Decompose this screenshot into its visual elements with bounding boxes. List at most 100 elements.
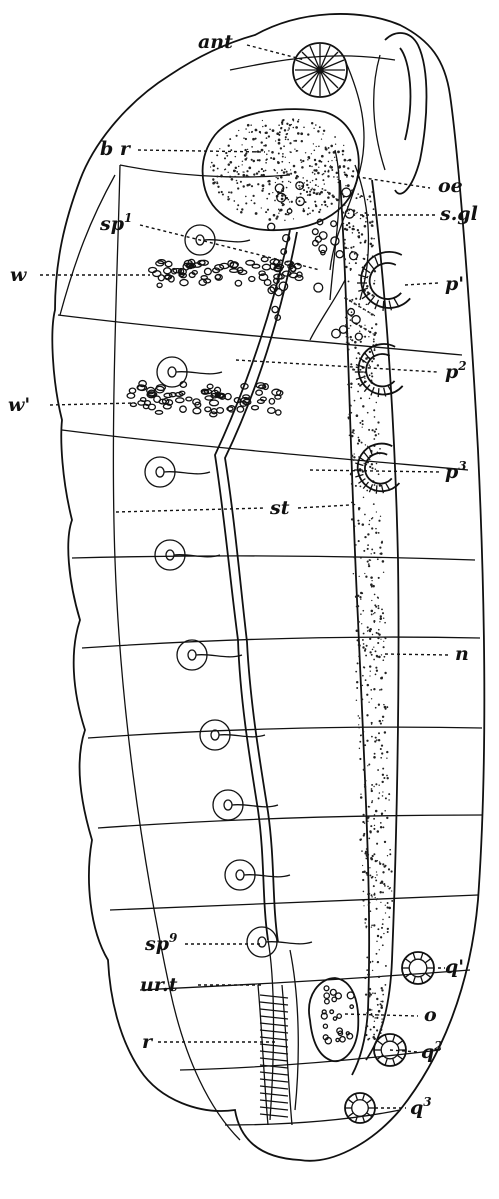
stipple-dot — [368, 350, 372, 354]
stipple-dot — [347, 416, 350, 419]
stipple-dot — [315, 124, 317, 126]
stipple-dot — [352, 225, 355, 228]
hindgut-ring — [259, 1050, 289, 1055]
stipple-dot — [260, 148, 264, 152]
stipple-dot — [262, 187, 265, 190]
fat-cell — [224, 392, 232, 401]
disc-segment — [358, 380, 367, 387]
spiracle-opening — [235, 869, 245, 881]
label-urt: ur.t — [140, 974, 178, 996]
spiracle-branch — [243, 873, 291, 878]
stipple-dot — [254, 212, 258, 215]
stipple-dot — [379, 615, 382, 618]
stipple-dot — [361, 419, 364, 423]
stipple-dot — [386, 902, 389, 904]
disc-inner-arc — [365, 353, 396, 388]
fat-cell — [281, 270, 292, 277]
stipple-dot — [352, 572, 355, 575]
stipple-dot — [371, 648, 374, 651]
stipple-dot — [309, 181, 312, 184]
stipple-dot — [302, 177, 304, 179]
mouth-hooks — [329, 32, 428, 271]
stipple-dot — [370, 653, 373, 656]
stipple-dot — [315, 145, 317, 148]
fat-body-w1 — [126, 379, 284, 418]
stipple-dot — [373, 349, 376, 352]
stipple-dot — [254, 137, 257, 140]
stipple-dot — [373, 314, 376, 317]
stipple-dot — [372, 208, 375, 211]
stipple-dot — [361, 470, 365, 473]
stipple-dot — [367, 816, 370, 819]
stipple-dot — [359, 353, 361, 355]
stipple-dot — [378, 484, 382, 487]
fat-cell — [170, 267, 178, 275]
stipple-dot — [322, 172, 325, 175]
stipple-dot — [350, 518, 354, 521]
spiracle-branch — [231, 803, 279, 808]
stipple-dot — [382, 993, 385, 996]
stipple-dot — [348, 413, 351, 416]
stipple-dot — [353, 503, 356, 506]
stipple-dot — [367, 893, 369, 895]
stipple-dot — [371, 429, 374, 432]
stipple-dot — [367, 820, 369, 822]
stipple-dot — [361, 684, 364, 687]
stipple-dot — [387, 868, 391, 871]
gland-cell — [295, 196, 306, 207]
stipple-dot — [375, 323, 378, 326]
stipple-dot — [360, 441, 363, 444]
stipple-dot — [359, 556, 362, 559]
stipple-dot — [383, 776, 386, 780]
stipple-dot — [379, 1032, 382, 1035]
stipple-dot — [346, 176, 348, 178]
stipple-dot — [290, 123, 293, 126]
stipple-dot — [335, 171, 339, 175]
stipple-dot — [309, 190, 312, 193]
spiracle-branch — [175, 370, 223, 375]
gonad-cell — [349, 1004, 355, 1010]
stipple-dot — [294, 139, 298, 142]
labels: ant b r oe sp1 s.gl w p' p2 w' p3 st n q… — [8, 31, 478, 1119]
stipple-dot — [374, 706, 377, 709]
disc-segment — [387, 385, 394, 395]
disc-segment — [388, 300, 393, 311]
stipple-dot — [371, 467, 374, 470]
stipple-dot — [362, 730, 365, 733]
stipple-dot — [373, 814, 376, 816]
stipple-dot — [381, 1000, 384, 1003]
stipple-dot — [364, 744, 367, 747]
stipple-dot — [362, 890, 365, 893]
stipple-dot — [382, 791, 384, 793]
stipple-dot — [349, 319, 352, 321]
gland-cell — [338, 325, 348, 334]
stipple-dot — [376, 997, 379, 1001]
stipple-dot — [377, 1009, 381, 1013]
stipple-dot — [303, 126, 305, 129]
stipple-dot — [271, 129, 275, 132]
stipple-dot — [288, 180, 290, 183]
stipple-dot — [373, 333, 376, 336]
stipple-dot — [260, 168, 263, 171]
stipple-dot — [332, 151, 336, 154]
stipple-dot — [366, 873, 369, 876]
stipple-dot — [350, 411, 353, 414]
stipple-dot — [369, 365, 371, 368]
stipple-dot — [371, 1009, 373, 1011]
stipple-dot — [234, 166, 238, 170]
stipple-dot — [302, 159, 305, 163]
disc-segment — [392, 1034, 396, 1042]
stipple-dot — [374, 809, 378, 813]
stipple-dot — [242, 171, 244, 173]
stipple-dot — [380, 654, 383, 656]
stipple-dot — [377, 769, 380, 771]
stipple-dot — [373, 620, 376, 623]
stipple-dot — [372, 1015, 375, 1018]
fat-cell — [216, 406, 225, 414]
stipple-dot — [272, 191, 274, 194]
stipple-dot — [374, 604, 377, 607]
stipple-dot — [353, 456, 356, 459]
hindgut-ring — [259, 1099, 289, 1104]
stipple-dot — [245, 174, 249, 177]
stipple-dot — [370, 689, 373, 691]
